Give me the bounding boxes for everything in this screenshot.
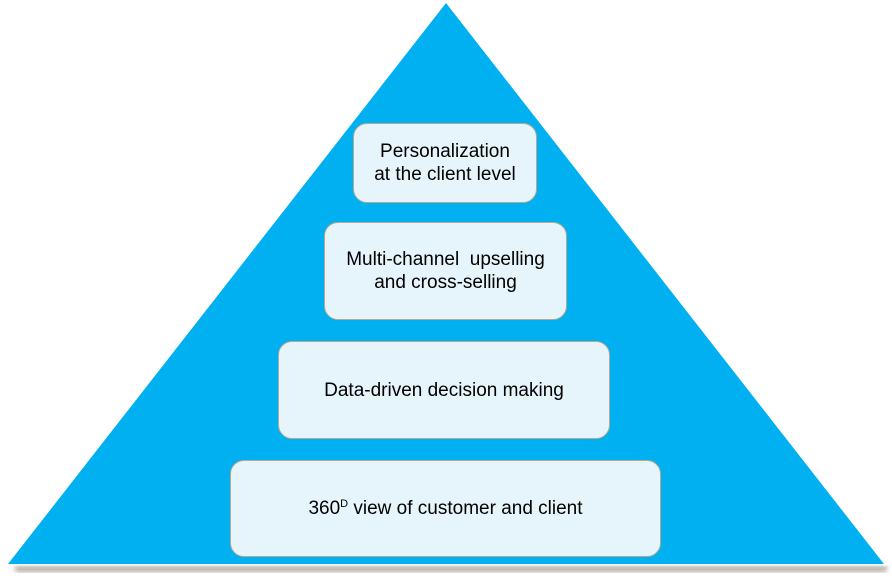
level-text-line: 360D view of customer and client xyxy=(308,497,582,520)
level-text-line: Data-driven decision making xyxy=(324,379,564,401)
level-text-line: and cross-selling xyxy=(374,272,517,293)
level-text-prefix: 360 xyxy=(308,498,341,519)
pyramid-level-360-view: 360D view of customer and client xyxy=(230,460,661,557)
pyramid-level-personalization: Personalization at the client level xyxy=(353,123,537,203)
pyramid-level-multichannel: Multi-channel upselling and cross-sellin… xyxy=(324,222,567,320)
level-text-line: Multi-channel upselling xyxy=(346,249,545,270)
level-text-line: at the client level xyxy=(374,164,516,185)
pyramid-shadow xyxy=(14,566,888,572)
level-text-line: Personalization xyxy=(380,141,510,162)
level-text-superscript: D xyxy=(340,498,349,510)
pyramid-level-data-driven: Data-driven decision making xyxy=(278,341,610,439)
level-text-suffix: view of customer and client xyxy=(348,498,583,519)
